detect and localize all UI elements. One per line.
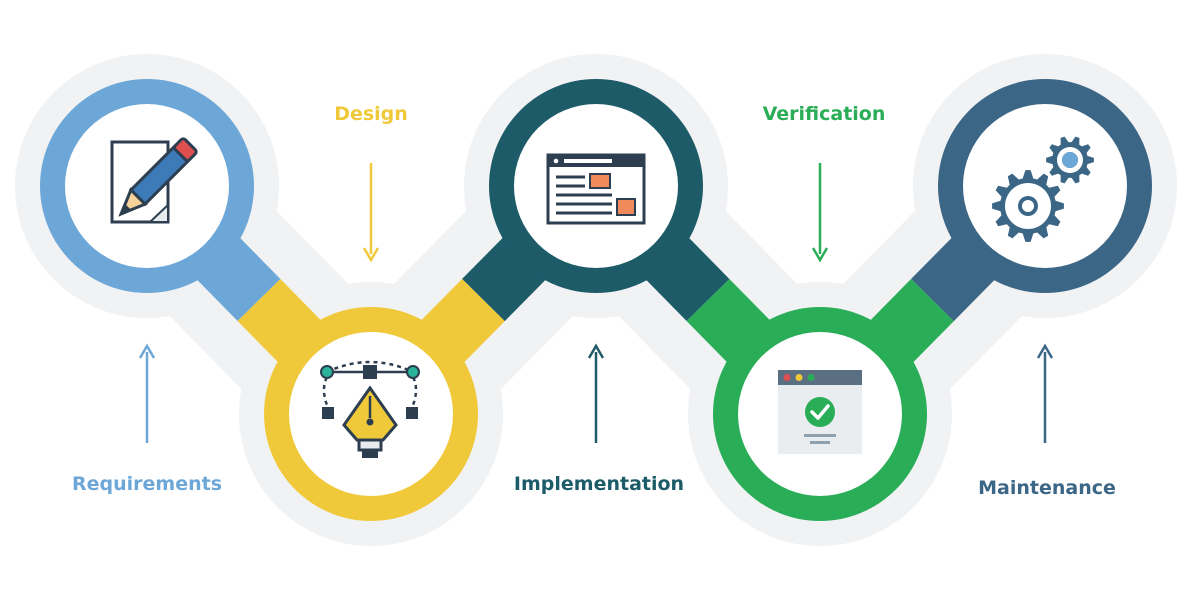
pen-tool-bezier-icon (320, 360, 420, 458)
browser-checkmark-icon (778, 370, 862, 454)
label-requirements: Requirements (72, 473, 222, 495)
label-design: Design (334, 103, 408, 125)
arrow-maintenance-head (1036, 343, 1054, 359)
webpage-layout-icon (546, 153, 646, 225)
arrow-implementation-head (587, 343, 605, 359)
arrow-verification-head (811, 247, 829, 263)
arrow-requirements-head (138, 343, 156, 359)
gear-accent (1062, 152, 1078, 168)
label-verification: Verification (763, 103, 886, 125)
label-implementation: Implementation (514, 473, 684, 495)
gear-hole (1022, 200, 1034, 212)
arrow-design-head (362, 247, 380, 263)
pencil-document-icon (110, 137, 198, 224)
label-maintenance: Maintenance (978, 477, 1116, 499)
gears-icon (992, 136, 1094, 242)
stage-arrows (138, 163, 1054, 443)
